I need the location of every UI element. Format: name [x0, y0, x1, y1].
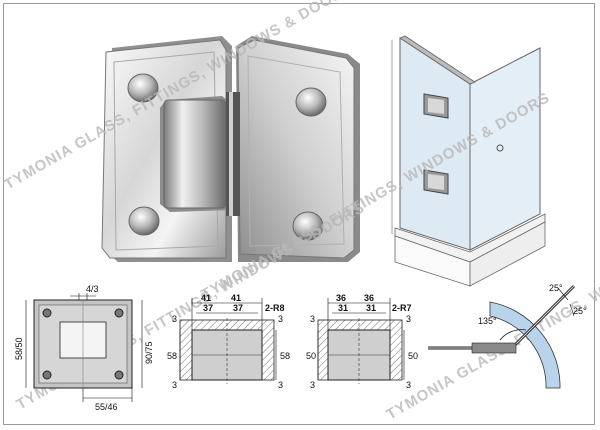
- dim-label: 3: [172, 380, 177, 390]
- dim-label: 37: [233, 303, 243, 313]
- page-frame: [3, 3, 595, 425]
- hinge-photo: [101, 36, 360, 262]
- shower-installation-sketch: [391, 35, 546, 287]
- angle-a-label: 25°: [549, 283, 563, 293]
- dim-label: 31: [366, 303, 376, 313]
- screw-cap-icon: [292, 211, 324, 241]
- dim-label: 36: [336, 293, 346, 303]
- dim-label: 3: [406, 314, 411, 324]
- dim-label: 3: [172, 314, 177, 324]
- drawing-angle-diagram: 135° 25° 25°: [428, 283, 587, 389]
- dim-radius-label: 2-R7: [392, 303, 412, 313]
- drawing-glass-cutout-1: 41 41 37 37 2-R8 58 58 3 3 3 3: [167, 293, 290, 390]
- dim-label: 58: [280, 351, 290, 361]
- dim-right-label: 90/75: [144, 341, 154, 364]
- dim-label: 3: [310, 314, 315, 324]
- dim-label: 31: [338, 303, 348, 313]
- drawing-glass-cutout-2: 36 36 31 31 2-R7 50 50 3 3 3 3: [306, 293, 418, 390]
- drawing-front-view: 4/3 58/50 90/75 55/46: [14, 284, 154, 412]
- dim-label: 50: [306, 351, 316, 361]
- dim-radius-label: 2-R8: [265, 303, 285, 313]
- dim-height-label: 58/50: [14, 337, 24, 360]
- dim-label: 3: [310, 380, 315, 390]
- dim-label: 3: [406, 380, 411, 390]
- angle-b-label: 25°: [573, 306, 587, 316]
- dim-label: 3: [278, 380, 283, 390]
- hinge-knuckle: [163, 99, 227, 209]
- dim-label: 3: [278, 314, 283, 324]
- dim-label: 41: [231, 293, 241, 303]
- angle-main-label: 135°: [478, 316, 497, 326]
- screw-cap-icon: [128, 206, 160, 236]
- dim-label: 58: [167, 351, 177, 361]
- dim-label: 41: [201, 293, 211, 303]
- dim-label: 50: [408, 351, 418, 361]
- dim-label: 37: [203, 303, 213, 313]
- dim-bottom-label: 55/46: [95, 402, 118, 412]
- dim-label: 36: [364, 293, 374, 303]
- right-plate: [237, 39, 355, 259]
- screw-cap-icon: [295, 87, 327, 117]
- screw-cap-icon: [127, 73, 159, 103]
- angle-arc: [489, 301, 561, 389]
- dim-top-label: 4/3: [86, 284, 99, 294]
